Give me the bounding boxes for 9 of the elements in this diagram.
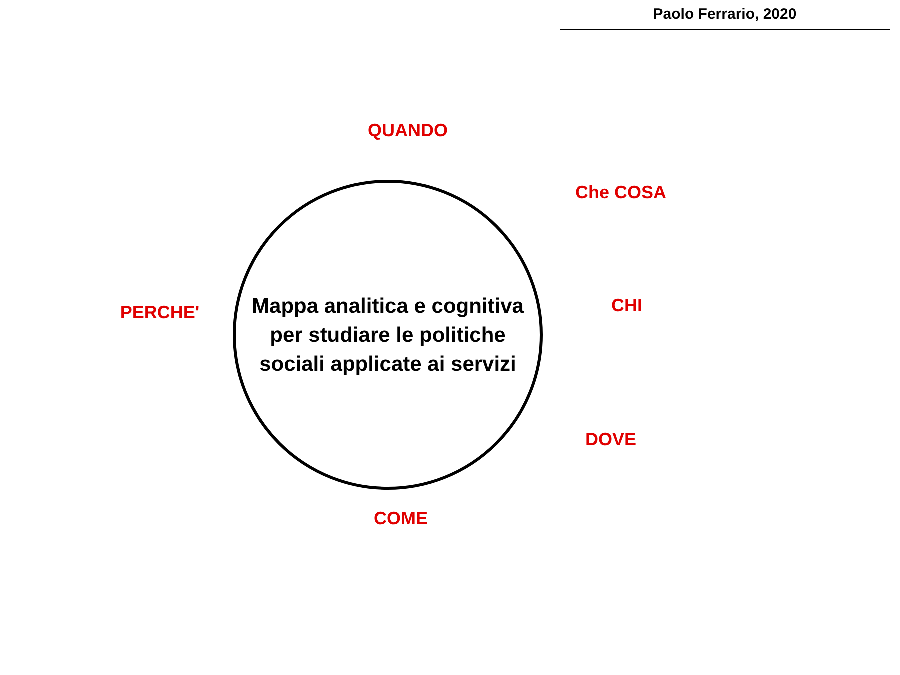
- author-credit: Paolo Ferrario, 2020: [560, 6, 890, 30]
- question-label: PERCHE': [120, 302, 200, 324]
- question-label: CHI: [612, 296, 642, 316]
- question-label: QUANDO: [368, 120, 448, 142]
- circle-node: [233, 180, 543, 490]
- question-label: DOVE: [586, 430, 636, 450]
- center-text: Mappa analitica e cognitiva per studiare le politiche sociali applicate ai servizi: [251, 294, 525, 378]
- question-label: Che COSA: [576, 182, 666, 204]
- question-label: COME: [374, 508, 428, 530]
